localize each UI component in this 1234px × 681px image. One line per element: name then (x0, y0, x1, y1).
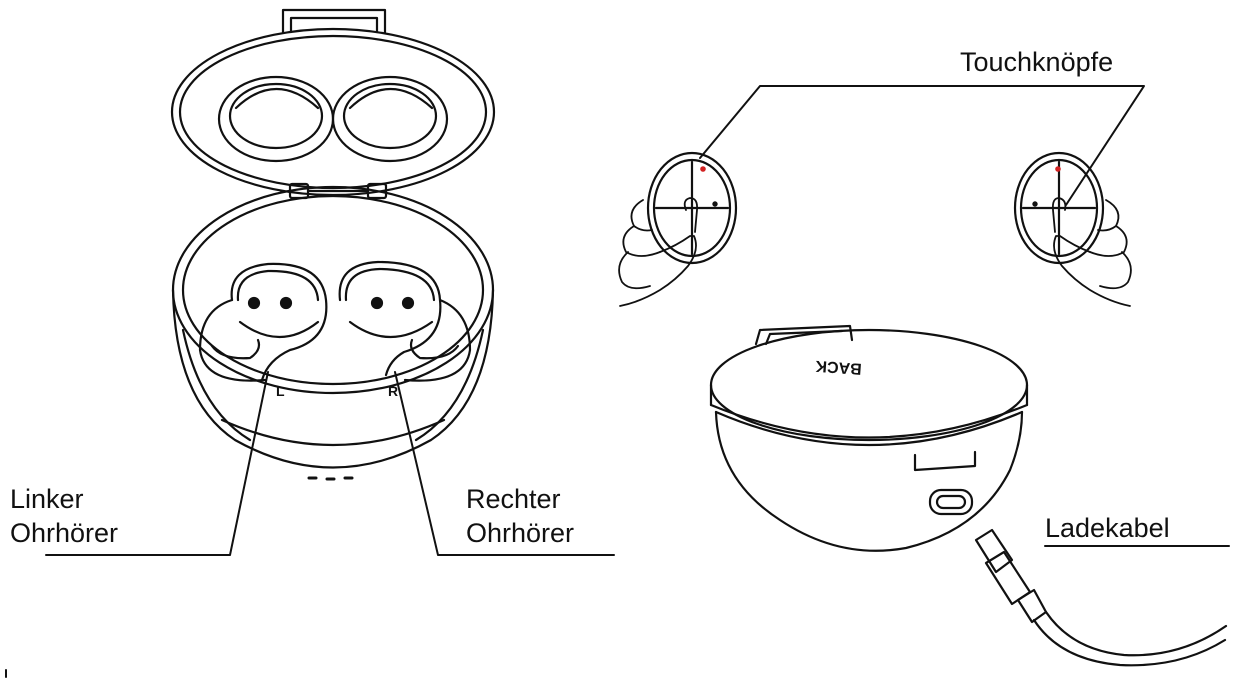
right-earbud-leader (394, 371, 615, 556)
charging-cable (974, 528, 1228, 667)
open-charging-case: L R (170, 8, 496, 481)
case-mark-left: L (276, 383, 285, 399)
label-left-earbud: Linker Ohrhörer (10, 482, 118, 550)
label-touch-buttons: Touchknöpfe (960, 45, 1113, 79)
left-earbud-leader (45, 371, 269, 556)
case-mark-right: R (388, 383, 398, 399)
lid-tab (281, 8, 387, 34)
label-touch-buttons-text: Touchknöpfe (960, 47, 1114, 77)
left-touch-earbud (618, 151, 738, 307)
case-base (171, 185, 495, 481)
left-hand (618, 197, 699, 307)
right-earbud (338, 260, 472, 382)
left-earbud (198, 262, 328, 382)
right-touch-earbud (1013, 151, 1132, 307)
label-right-earbud-line2: Ohrhörer (466, 518, 575, 548)
lid-brand-mark: BACK (815, 357, 863, 377)
label-right-earbud-line1: Rechter (466, 484, 561, 514)
usb-c-port (928, 488, 974, 516)
label-right-earbud: Rechter Ohrhörer (466, 482, 574, 550)
right-indicator-light (1055, 166, 1061, 172)
label-charging-cable-text: Ladekabel (1045, 513, 1170, 543)
left-indicator-light (700, 166, 706, 172)
label-left-earbud-line1: Linker (10, 484, 84, 514)
case-lid (170, 27, 496, 197)
label-charging-cable: Ladekabel (1045, 511, 1170, 545)
right-hand (1051, 197, 1132, 307)
touch-buttons-leader (699, 85, 1145, 206)
label-left-earbud-line2: Ohrhörer (10, 518, 119, 548)
closed-charging-case (709, 324, 1029, 552)
